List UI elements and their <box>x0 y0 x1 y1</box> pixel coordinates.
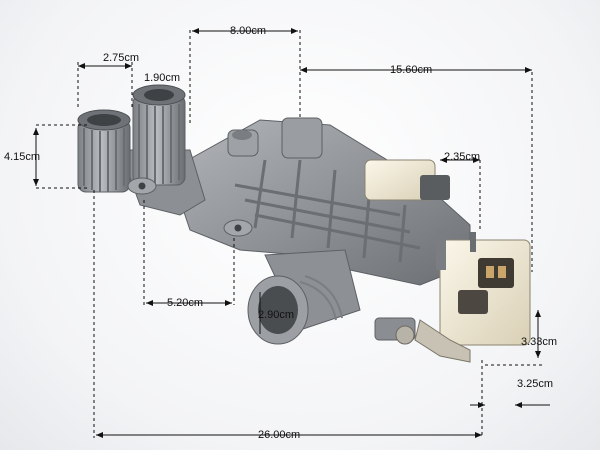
dimension-arrows <box>33 28 541 438</box>
dimension-label-connector-depth: 3.25cm <box>517 378 554 390</box>
dimension-label-right-span: 15.60cm <box>390 64 433 76</box>
dimension-label-inlet-diameter: 1.90cm <box>144 72 181 84</box>
dimension-label-top-span: 8.00cm <box>230 25 267 37</box>
dimension-label-mount-span: 5.20cm <box>167 297 204 309</box>
dimension-label-overall-length: 26.00cm <box>258 429 301 441</box>
outlet-tube <box>247 249 416 345</box>
electrical-connectors <box>364 159 531 363</box>
pump-housing <box>169 117 471 286</box>
dimension-lines <box>35 30 550 438</box>
dimension-label-outlet-diameter: 2.90cm <box>258 309 295 321</box>
inlet-tubes <box>77 84 253 237</box>
dimension-label-inlet-height: 4.15cm <box>4 151 41 163</box>
dimension-label-connector-width: 2.35cm <box>444 151 481 163</box>
dimension-label-connector-height: 3.33cm <box>521 336 558 348</box>
dimension-label-inlet-width: 2.75cm <box>103 52 140 64</box>
